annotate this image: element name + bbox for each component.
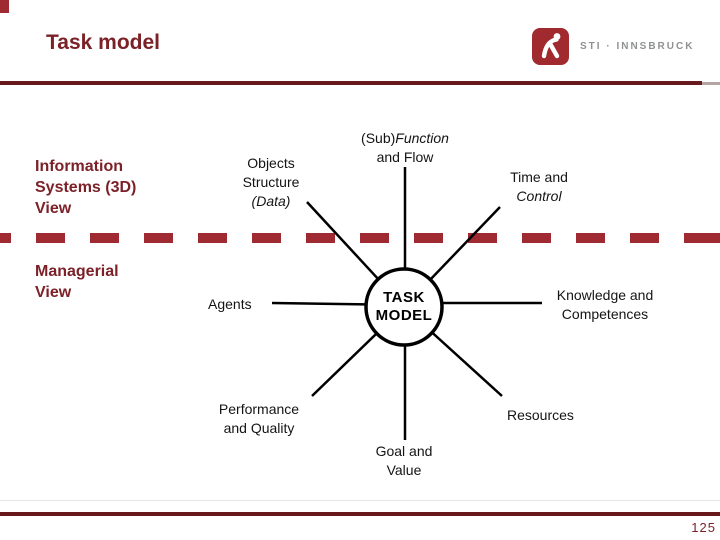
task-model-node: TASK MODEL — [376, 289, 433, 325]
objects-line2: Structure — [242, 174, 300, 190]
performance-quality-label: Performance and Quality — [219, 400, 299, 438]
knowledge-line2: Competences — [561, 306, 649, 322]
objects-structure-label: Objects Structure (Data) — [243, 154, 300, 211]
time-line1: Time and — [510, 169, 568, 185]
agents-label: Agents — [208, 296, 252, 312]
objects-line1: Objects — [247, 155, 295, 171]
managerial-view-label: Managerial View — [35, 263, 119, 301]
task-model-circle — [364, 267, 444, 347]
task-model-line1: TASK — [383, 289, 425, 306]
footer-rule — [0, 512, 720, 516]
sti-innsbruck-logo: STI · INNSBRUCK — [532, 28, 694, 65]
subfunction-line1: (Sub)Function — [361, 130, 449, 146]
subfunction-line2: and Flow — [376, 149, 434, 165]
running-figure-icon — [541, 33, 561, 59]
knowledge-competences-label: Knowledge and Competences — [557, 286, 654, 324]
page-number: 125 — [691, 520, 716, 535]
knowledge-line1: Knowledge and — [556, 287, 654, 303]
time-line2: Control — [516, 188, 562, 204]
resources-label: Resources — [507, 407, 574, 423]
task-model-line2: MODEL — [375, 307, 433, 324]
footer-faint-rule — [0, 500, 720, 501]
view-divider-dashed-line — [0, 233, 720, 243]
goal-value-label: Goal and Value — [376, 442, 433, 480]
goal-line1: Goal and — [375, 443, 433, 459]
corner-accent-mark — [0, 0, 9, 13]
time-control-label: Time and Control — [510, 168, 568, 206]
header-rule-end — [702, 82, 720, 85]
subfunction-flow-label: (Sub)Function and Flow — [361, 129, 449, 167]
objects-line3: (Data) — [251, 193, 291, 209]
header-rule — [0, 81, 702, 85]
sti-logo-text: STI · INNSBRUCK — [580, 41, 695, 52]
goal-line2: Value — [386, 462, 422, 478]
performance-line2: and Quality — [223, 420, 295, 436]
information-systems-view-label: Information Systems (3D) View — [35, 158, 137, 217]
performance-line1: Performance — [218, 401, 300, 417]
sti-logo-icon — [532, 28, 569, 65]
page-title: Task model — [46, 31, 160, 54]
